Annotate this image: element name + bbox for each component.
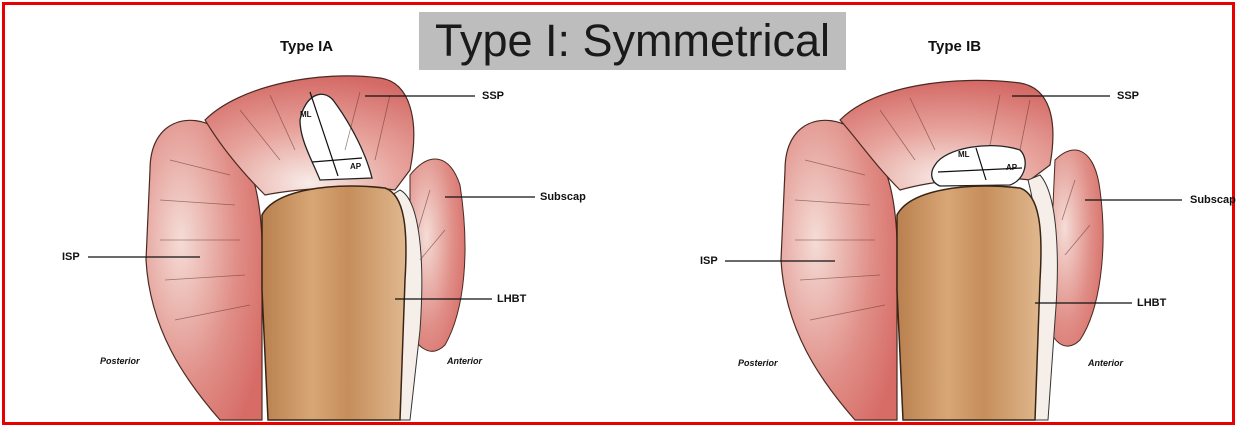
panel-heading-a: Type IA [280,38,333,55]
label-isp-b: ISP [700,255,718,267]
label-ml-a: ML [300,110,312,119]
label-ssp-a: SSP [482,90,504,102]
label-posterior-a: Posterior [100,356,140,366]
label-anterior-a: Anterior [447,356,482,366]
label-ap-b: AP [1006,163,1017,172]
panel-type-ib [725,80,1182,420]
panel-type-ia [88,76,535,420]
panel-heading-b: Type IB [928,38,981,55]
label-subscap-a: Subscap [540,191,586,203]
label-ml-b: ML [958,150,970,159]
label-subscap-b: Subscap [1190,194,1236,206]
label-ssp-b: SSP [1117,90,1139,102]
label-ap-a: AP [350,162,361,171]
label-posterior-b: Posterior [738,358,778,368]
figure-title: Type I: Symmetrical [419,12,846,70]
label-isp-a: ISP [62,251,80,263]
label-lhbt-b: LHBT [1137,297,1166,309]
label-lhbt-a: LHBT [497,293,526,305]
label-anterior-b: Anterior [1088,358,1123,368]
title-banner: Type I: Symmetrical [419,12,846,70]
